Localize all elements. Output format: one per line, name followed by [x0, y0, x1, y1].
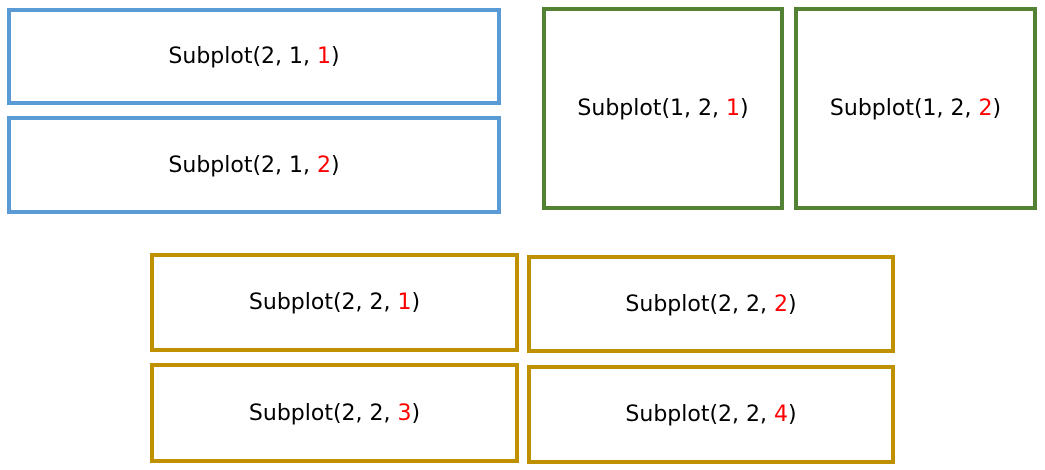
subplot-1-2-1-box: Subplot(1, 2, 1)	[542, 7, 784, 210]
subplot-label: Subplot(2, 1, 2)	[168, 152, 340, 178]
subplot-1-2-2-box: Subplot(1, 2, 2)	[794, 7, 1037, 210]
subplot-index: 4	[774, 402, 788, 427]
subplot-index: 2	[317, 152, 331, 178]
subplot-label: Subplot(2, 2, 3)	[248, 400, 421, 426]
subplot-index: 2	[774, 291, 788, 317]
subplot-label: Subplot(2, 2, 1)	[248, 290, 421, 315]
subplot-index: 3	[397, 400, 412, 426]
subplot-2-1-2-box: Subplot(2, 1, 2)	[7, 116, 501, 214]
subplot-2-2-3-box: Subplot(2, 2, 3)	[150, 363, 519, 463]
subplot-index: 1	[726, 96, 740, 121]
subplot-2-2-4-box: Subplot(2, 2, 4)	[527, 365, 895, 464]
subplot-index: 2	[978, 96, 993, 121]
subplot-2-1-1-box: Subplot(2, 1, 1)	[7, 8, 501, 105]
subplot-label: Subplot(2, 2, 4)	[625, 402, 797, 427]
subplot-label: Subplot(2, 1, 1)	[168, 44, 340, 69]
subplot-2-2-1-box: Subplot(2, 2, 1)	[150, 253, 519, 352]
subplot-2-2-2-box: Subplot(2, 2, 2)	[527, 255, 895, 353]
subplot-label: Subplot(1, 2, 2)	[829, 96, 1002, 121]
subplot-label: Subplot(2, 2, 2)	[625, 291, 797, 317]
subplot-label: Subplot(1, 2, 1)	[577, 96, 749, 121]
subplot-index: 1	[317, 44, 331, 69]
subplot-index: 1	[397, 290, 412, 315]
